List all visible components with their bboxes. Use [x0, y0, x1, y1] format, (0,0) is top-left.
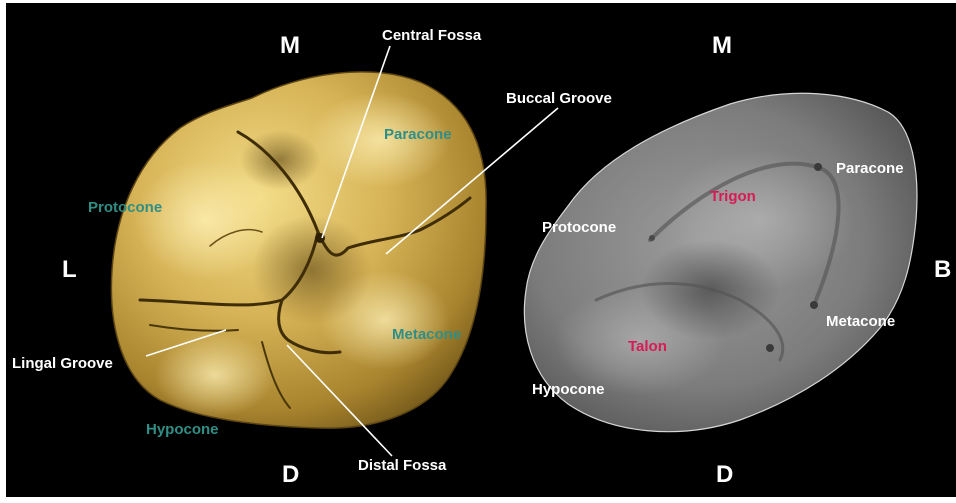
left-paracone-label: Paracone — [384, 127, 452, 142]
right-paracone-label: Paracone — [836, 161, 904, 176]
right-protocone-label: Protocone — [542, 220, 616, 235]
central-fossa-label: Central Fossa — [382, 28, 481, 43]
lingual-marker: L — [62, 258, 77, 282]
left-metacone-label: Metacone — [392, 327, 461, 342]
buccal-groove-label: Buccal Groove — [506, 91, 612, 106]
right-distal-marker: D — [716, 463, 733, 487]
talon-label: Talon — [628, 339, 667, 354]
distal-fossa-label: Distal Fossa — [358, 458, 446, 473]
left-protocone-label: Protocone — [88, 200, 162, 215]
lingal-groove-label: Lingal Groove — [12, 356, 113, 371]
right-hypocone-label: Hypocone — [532, 382, 605, 397]
left-hypocone-label: Hypocone — [146, 422, 219, 437]
trigon-label: Trigon — [710, 189, 756, 204]
buccal-marker: B — [934, 258, 951, 282]
right-mesial-marker: M — [712, 34, 732, 58]
left-distal-marker: D — [282, 463, 299, 487]
right-metacone-label: Metacone — [826, 314, 895, 329]
left-mesial-marker: M — [280, 34, 300, 58]
